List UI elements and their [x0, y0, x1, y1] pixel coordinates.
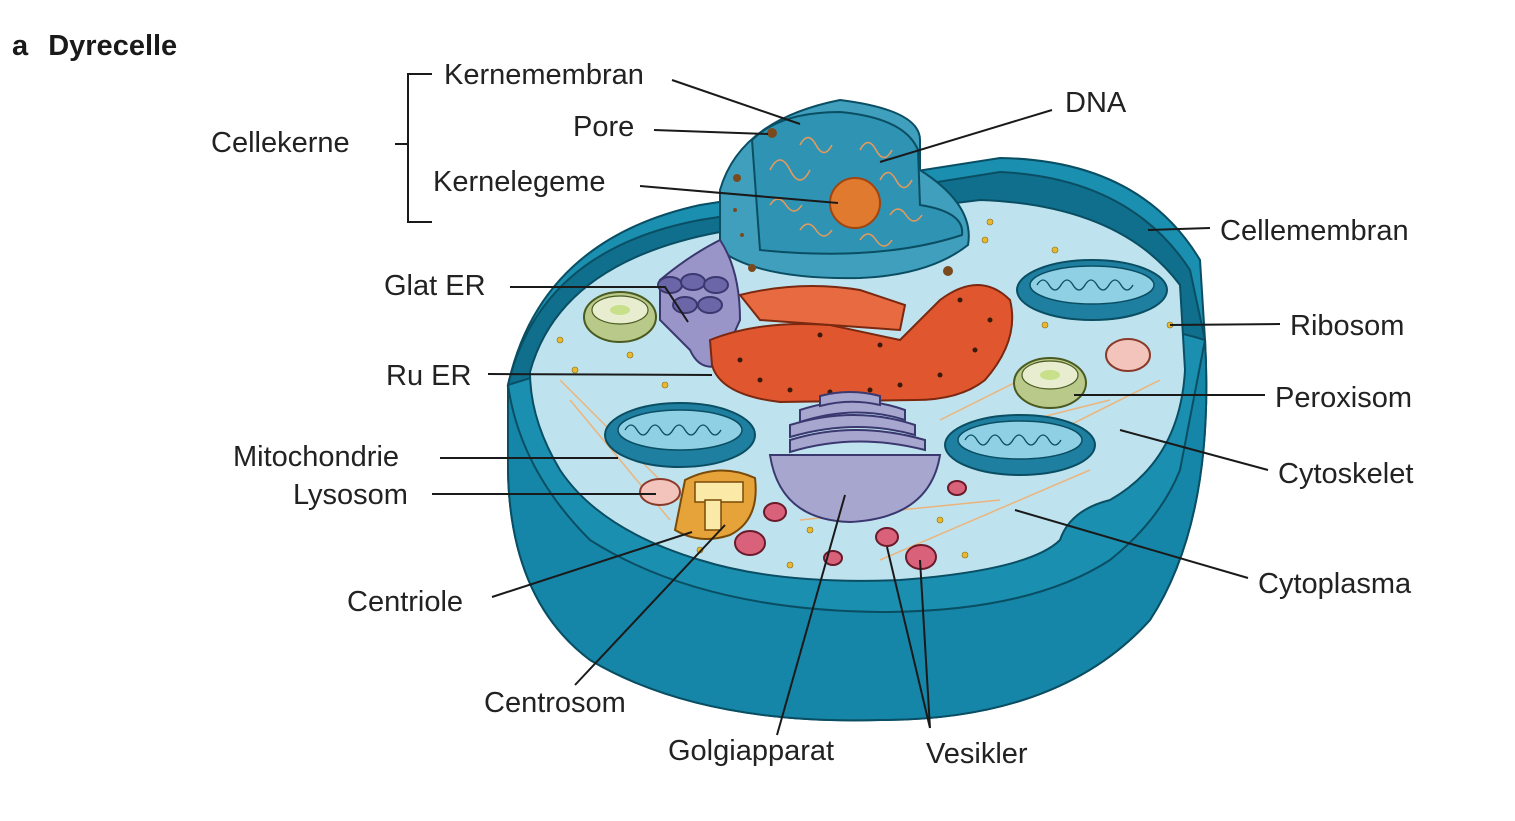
vesicles: [734, 480, 967, 570]
leader-ru-er: [487, 373, 713, 376]
mitochondrion-left: [604, 402, 756, 468]
mitochondrion-right: [944, 414, 1096, 476]
dna-strands: [769, 136, 923, 247]
leader-glat-er: [510, 286, 689, 323]
peroxisome-right: [1013, 357, 1087, 409]
label-pore: Pore: [573, 111, 634, 143]
label-lysosom: Lysosom: [293, 479, 408, 511]
label-cytoskelet: Cytoskelet: [1278, 458, 1413, 490]
label-kernemembran: Kernemembran: [444, 59, 644, 91]
leader-golgiapparat: [776, 494, 846, 736]
label-dna: DNA: [1065, 87, 1127, 119]
label-mitochondrie: Mitochondrie: [233, 441, 399, 473]
label-vesikler: Vesikler: [926, 738, 1028, 770]
leader-centrosom: [574, 524, 726, 686]
label-centriole: Centriole: [347, 586, 463, 618]
leader-vesikler: [886, 546, 931, 729]
cell-membrane-front: [507, 339, 1208, 722]
leader-dna: [879, 109, 1053, 163]
figure-letter: a: [12, 30, 29, 62]
label-centrosom: Centrosom: [484, 687, 626, 719]
lysosome-left: [639, 478, 681, 506]
label-cellekerne: Cellekerne: [211, 127, 350, 159]
label-peroxisom: Peroxisom: [1275, 382, 1412, 414]
leader-ribosom: [1169, 323, 1281, 326]
leader-kernelegeme: [639, 185, 839, 204]
leader-centriole: [491, 531, 693, 598]
leader-cytoskelet: [1119, 429, 1269, 471]
rough-er: [708, 284, 1014, 404]
rough-er-ribosomes: [737, 297, 993, 395]
leader-cellekerne-bracket: [395, 73, 432, 223]
label-kernelegeme: Kernelegeme: [433, 166, 606, 198]
mitochondrion-top-right: [1016, 259, 1168, 321]
nucleus: [719, 98, 970, 280]
nuclear-pores: [733, 128, 953, 276]
leader-cellemembran: [1147, 227, 1211, 231]
leader-pore: [653, 129, 769, 135]
label-ru-er: Ru ER: [386, 360, 471, 392]
labels: Cellekerne Kernemembran Pore Kernelegeme…: [211, 59, 1413, 770]
label-cellemembran: Cellemembran: [1220, 215, 1409, 247]
figure-title: Dyrecelle: [48, 30, 178, 62]
golgi-apparatus: [768, 391, 942, 524]
peroxisome-left: [583, 291, 657, 343]
centrosome: [673, 469, 757, 540]
label-glat-er: Glat ER: [384, 270, 486, 302]
leader-lines: [395, 73, 1281, 736]
leader-cytoplasma: [1014, 509, 1249, 579]
leader-kernemembran: [671, 79, 801, 125]
figure-heading: a Dyrecelle: [12, 30, 177, 63]
label-golgiapparat: Golgiapparat: [668, 735, 834, 767]
label-ribosom: Ribosom: [1290, 310, 1404, 342]
label-cytoplasma: Cytoplasma: [1258, 568, 1412, 600]
lysosome-right: [1105, 338, 1151, 372]
smooth-er: [657, 238, 742, 368]
